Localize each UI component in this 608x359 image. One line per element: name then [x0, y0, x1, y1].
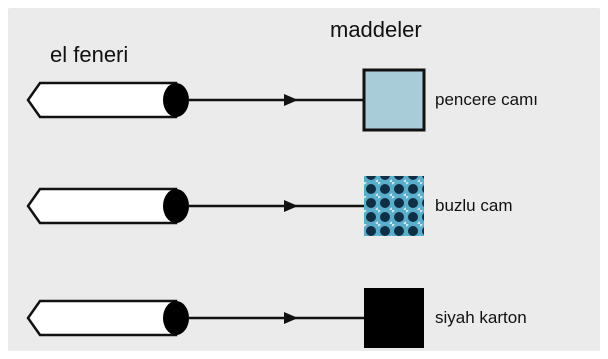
beam-arrow-1: [284, 94, 298, 106]
flashlight-3: [26, 299, 189, 337]
material-label-frosted-glass: buzlu cam: [435, 196, 513, 215]
frosted-glass-swatch: [364, 176, 424, 236]
diagram-panel: [8, 8, 600, 351]
beam-arrow-2: [284, 200, 298, 212]
material-label-black-cardboard: siyah karton: [435, 308, 527, 327]
flashlight-heading: el feneri: [50, 42, 129, 67]
flashlight-row-1: [26, 68, 426, 132]
materials-heading: maddeler: [330, 17, 422, 42]
beam-arrow-3: [284, 312, 298, 324]
black-cardboard-swatch: [364, 288, 424, 348]
flashlight-row-2: [26, 176, 424, 236]
flashlight-2: [26, 187, 189, 225]
flashlight-row-3: [26, 288, 424, 348]
flashlight-1: [26, 81, 189, 119]
window-glass-swatch: [362, 68, 426, 132]
material-label-window-glass: pencere camı: [435, 90, 538, 109]
